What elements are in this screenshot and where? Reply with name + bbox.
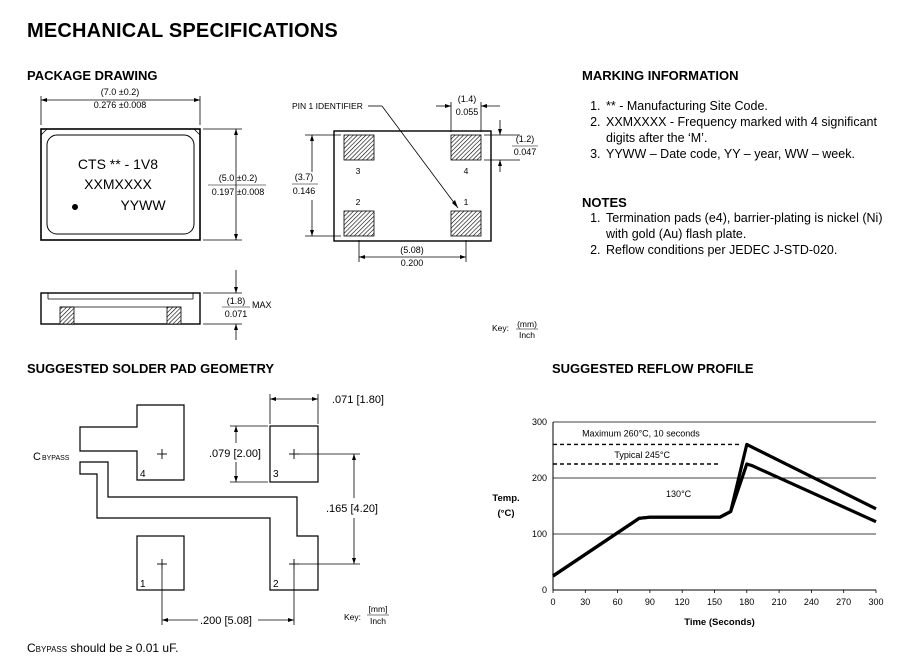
pin1-dot-icon: [72, 204, 78, 210]
reflow-plateau-label: 130°C: [666, 489, 692, 499]
package-key-top: (mm): [517, 319, 537, 329]
height-in-label: 0.197 ±0.008: [212, 187, 264, 197]
marking-info-list: ** - Manufacturing Site Code. XXMXXXX - …: [582, 98, 902, 162]
x-tick-label: 30: [580, 597, 590, 607]
notes-item: Termination pads (e4), barrier-plating i…: [604, 210, 902, 242]
package-top-view: [40, 128, 201, 241]
y-tick-label: 100: [532, 529, 547, 539]
side-pad-right: [166, 306, 182, 325]
cbypass-sub: BYPASS: [42, 455, 70, 462]
solder-key-top: [mm]: [369, 604, 388, 614]
side-pad-left: [59, 306, 75, 325]
marking-info-item: XXMXXXX - Frequency marked with 4 signif…: [604, 114, 902, 146]
width-mm-label: (7.0 ±0.2): [101, 87, 139, 97]
reflow-heading: SUGGESTED REFLOW PROFILE: [552, 361, 754, 376]
dim-vspan-label: .165 [4.20]: [326, 503, 378, 515]
reflow-chart: 0 100 200 300 0 30 60 90 120 150 180 210 240 270 300 M…: [492, 417, 883, 628]
marking-line3: YYWW: [120, 197, 166, 213]
x-tick-label: 240: [804, 597, 819, 607]
footnote-sub: BYPASS: [35, 645, 68, 654]
thickness-mm-label: (1.8): [227, 296, 246, 306]
bottom-pad-2: [343, 210, 375, 237]
page-title: MECHANICAL SPECIFICATIONS: [27, 20, 338, 42]
y-tick-label: 300: [532, 417, 547, 427]
package-drawing-heading: PACKAGE DRAWING: [27, 68, 158, 83]
bottom-pad-4: [450, 134, 482, 161]
solder-pad-number-1: 1: [140, 579, 146, 590]
y-tick-label: 200: [532, 473, 547, 483]
package-key-label: Key:: [492, 323, 509, 333]
marking-line2: XXMXXXX: [84, 176, 152, 192]
bottom-pad-number-1: 1: [464, 197, 469, 207]
x-tick-label: 270: [836, 597, 851, 607]
solder-pad-1: [136, 535, 185, 591]
x-tick-label: 210: [772, 597, 787, 607]
x-tick-label: 180: [739, 597, 754, 607]
solder-pad-drawing: 4 3 1 2 CBYPASS .071 [1.80] .079 [2.00] …: [33, 394, 389, 627]
chart-ylabel-line1: Temp.: [492, 493, 519, 504]
dim-width-label: .071 [1.80]: [332, 394, 384, 406]
dim-hspan-label: .200 [5.08]: [200, 615, 252, 627]
cbypass-footnote: CBYPASS should be ≥ 0.01 uF.: [27, 641, 178, 655]
x-tick-label: 300: [868, 597, 883, 607]
package-lid-outline: [46, 134, 195, 235]
height-mm-label: (5.0 ±0.2): [219, 173, 257, 183]
package-key-bottom: Inch: [519, 330, 535, 340]
chart-xlabel: Time (Seconds): [684, 617, 755, 628]
x-tick-label: 150: [707, 597, 722, 607]
pad-width-in-label: 0.055: [456, 107, 479, 117]
reflow-series-2: [552, 462, 877, 578]
bottom-pad-number-3: 3: [356, 166, 361, 176]
thickness-in-label: 0.071: [225, 309, 248, 319]
notes-item: Reflow conditions per JEDEC J-STD-020.: [604, 242, 902, 258]
solder-pad-heading: SUGGESTED SOLDER PAD GEOMETRY: [27, 361, 275, 376]
solder-key-bottom: Inch: [370, 616, 386, 626]
thickness-note: MAX: [252, 300, 272, 310]
pad-height-mm-label: (1.2): [516, 134, 535, 144]
solder-key-label: Key:: [344, 612, 361, 622]
pin1-identifier-label: PIN 1 IDENTIFIER: [292, 101, 363, 111]
package-drawing: (7.0 ±0.2) 0.276 ±0.008 CTS ** - 1V8 XXM…: [40, 87, 538, 340]
width-in-label: 0.276 ±0.008: [94, 100, 146, 110]
pad-height-in-label: 0.047: [514, 147, 537, 157]
cbypass-label: CBYPASS: [33, 451, 70, 463]
dim-height-label: .079 [2.00]: [209, 448, 261, 460]
pitch-mm-label: (5.08): [400, 245, 424, 255]
marking-info-item: YYWW – Date code, YY – year, WW – week.: [604, 146, 902, 162]
notes-list: Termination pads (e4), barrier-plating i…: [582, 210, 902, 258]
marking-line1: CTS ** - 1V8: [78, 156, 158, 172]
pad-span-in-label: 0.146: [293, 186, 316, 196]
marking-info-heading: MARKING INFORMATION: [582, 68, 739, 83]
reflow-typical-label: Typical 245°C: [614, 450, 670, 460]
y-tick-label: 0: [542, 585, 547, 595]
pad-span-mm-label: (3.7): [295, 172, 314, 182]
marking-info-item: ** - Manufacturing Site Code.: [604, 98, 902, 114]
pitch-in-label: 0.200: [401, 258, 424, 268]
chart-ylabel-line2: (°C): [498, 508, 515, 519]
solder-pad-number-2: 2: [273, 579, 279, 590]
pad-width-mm-label: (1.4): [458, 94, 477, 104]
bottom-pad-number-2: 2: [356, 197, 361, 207]
reflow-max-label: Maximum 260°C, 10 seconds: [582, 428, 700, 438]
notes-heading: NOTES: [582, 195, 627, 210]
x-tick-label: 0: [550, 597, 555, 607]
solder-pad-4: [79, 404, 185, 481]
bottom-pad-number-4: 4: [464, 166, 469, 176]
bottom-pad-1: [450, 210, 482, 237]
bottom-pad-3: [343, 134, 375, 161]
solder-pad-number-3: 3: [273, 469, 279, 480]
x-tick-label: 60: [613, 597, 623, 607]
footnote-rest: should be ≥ 0.01 uF.: [67, 641, 179, 655]
x-tick-label: 90: [645, 597, 655, 607]
x-tick-label: 120: [675, 597, 690, 607]
solder-pad-number-4: 4: [140, 469, 146, 480]
cbypass-c: C: [33, 451, 41, 463]
footnote-c: C: [27, 641, 36, 655]
